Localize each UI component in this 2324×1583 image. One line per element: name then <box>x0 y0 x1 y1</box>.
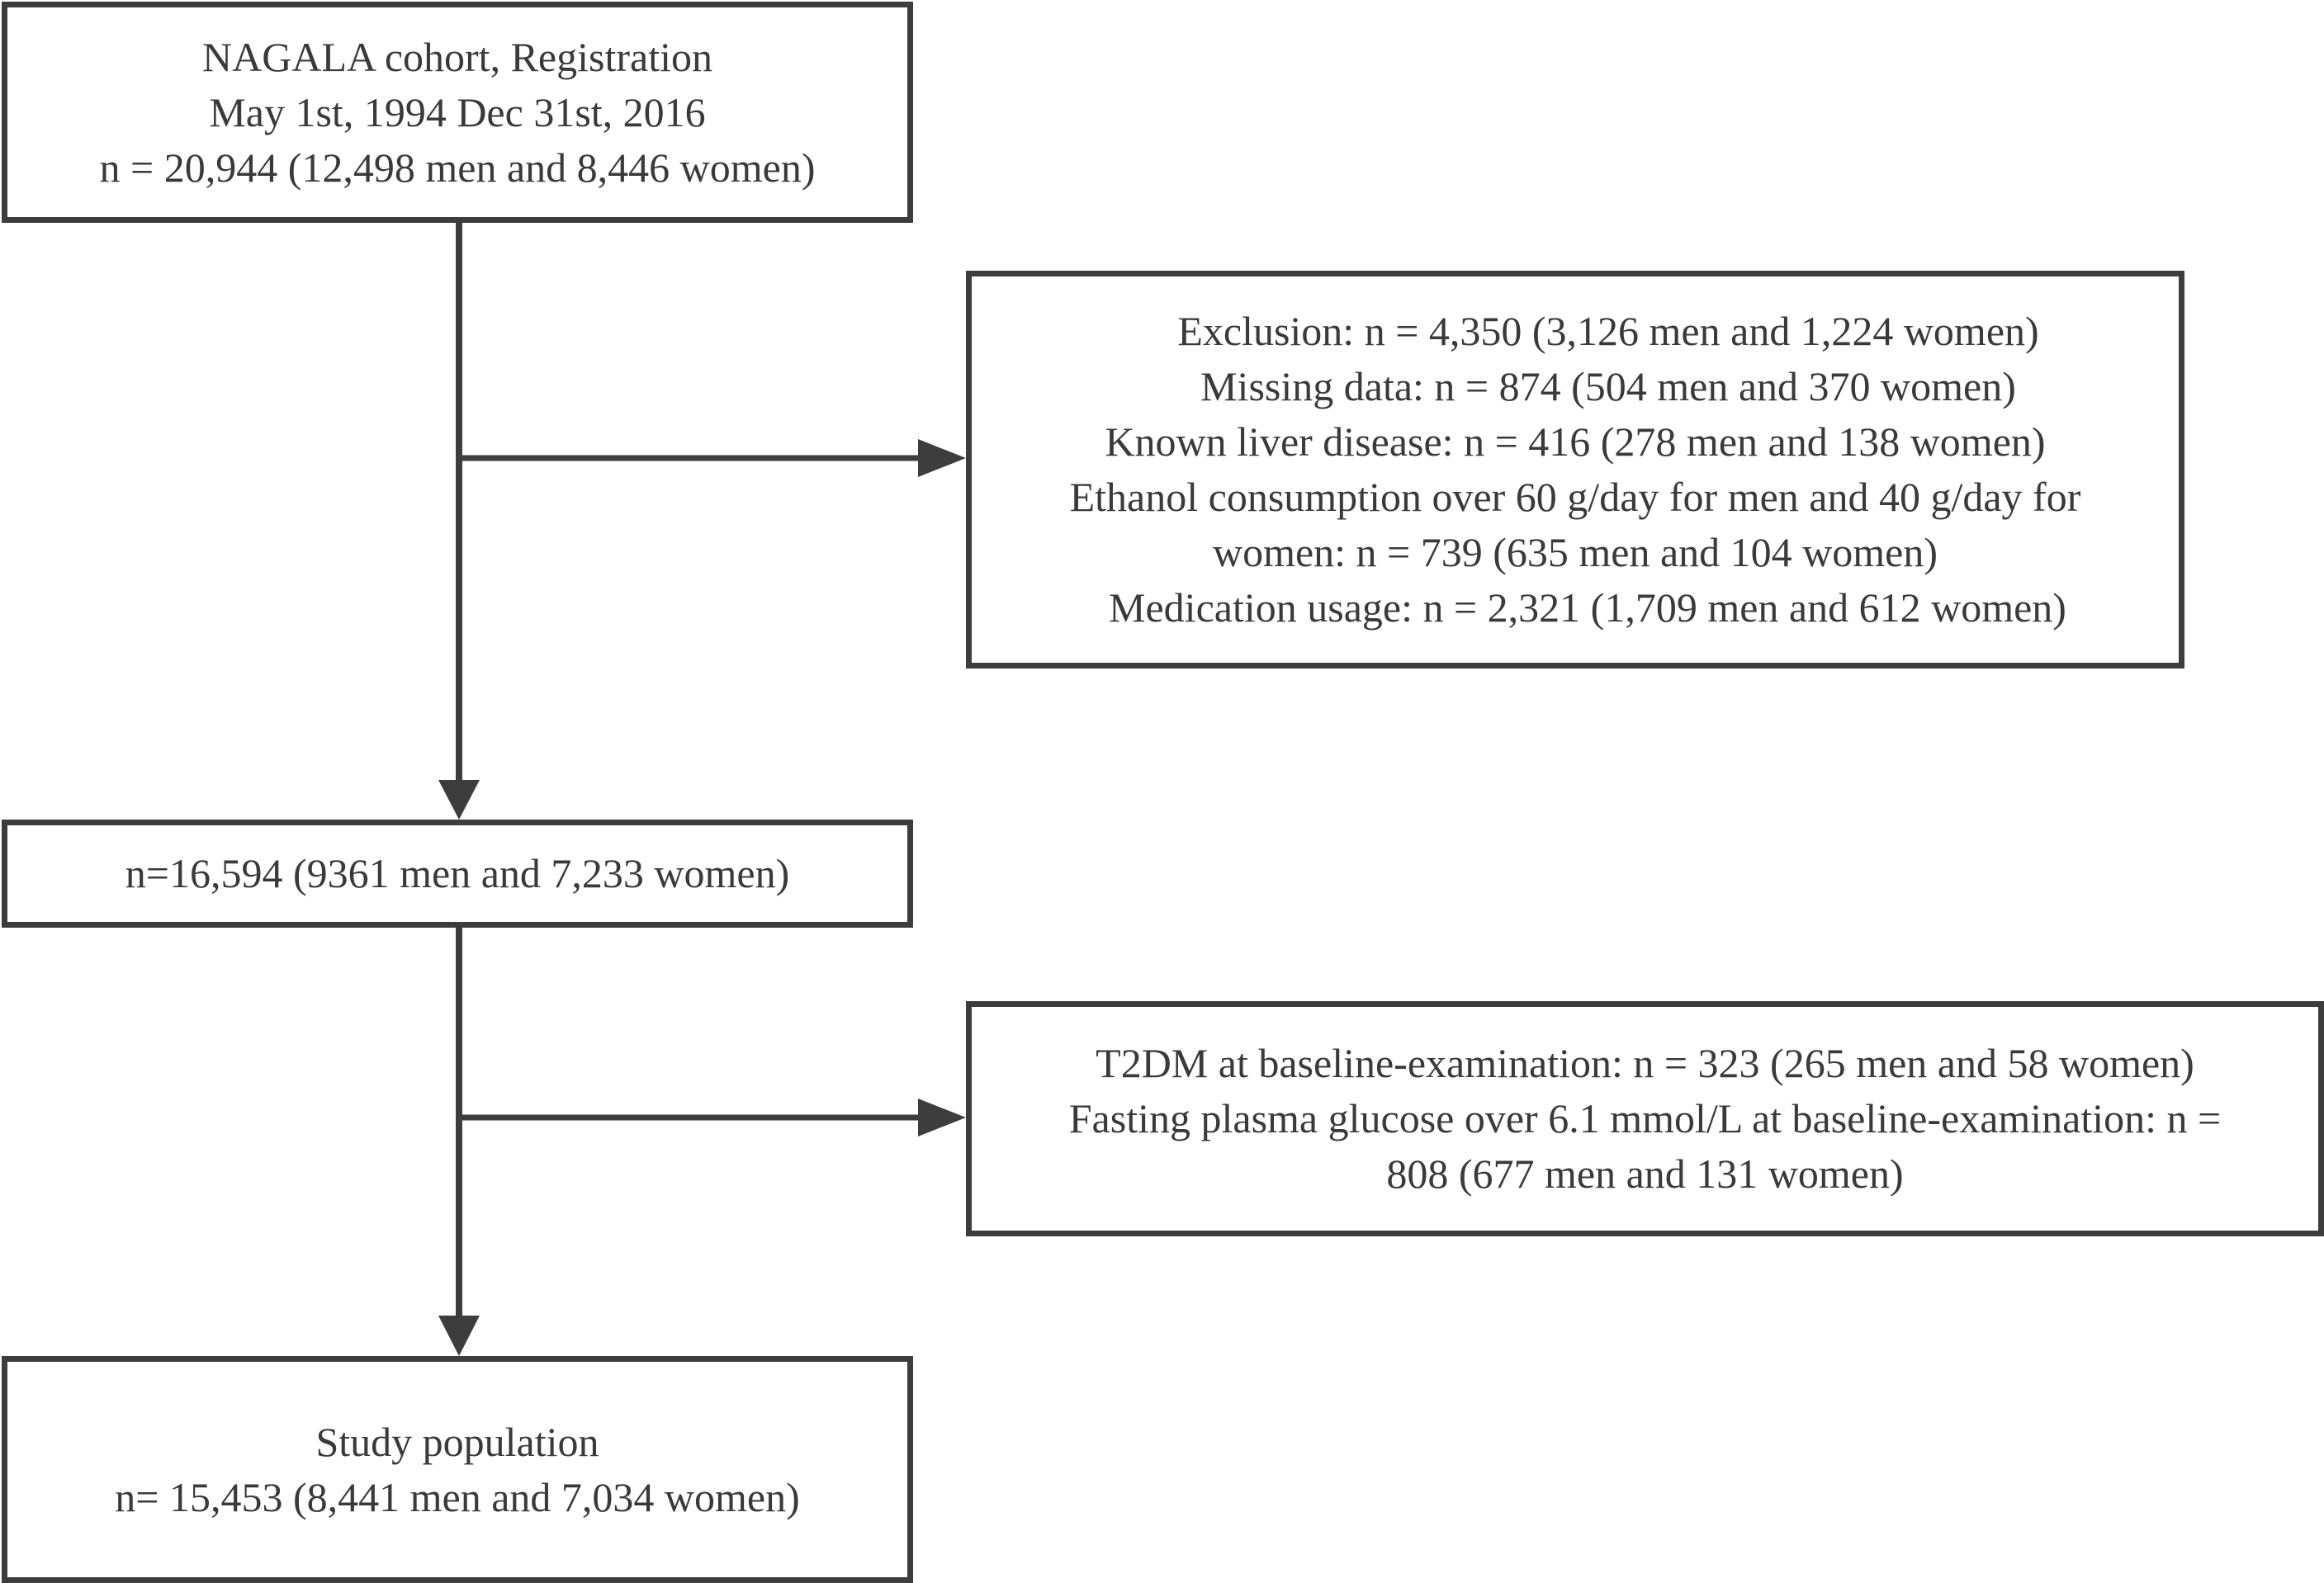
t2dm-baseline: T2DM at baseline-examination: n = 323 (2… <box>1096 1040 2194 1086</box>
arrowhead-t2dm <box>918 1099 966 1136</box>
registration-count: n = 20,944 (12,498 men and 8,446 women) <box>99 144 816 191</box>
registration-dates: May 1st, 1994 Dec 31st, 2016 <box>209 88 706 135</box>
fasting-glucose-line1: Fasting plasma glucose over 6.1 mmol/L a… <box>1068 1095 2222 1141</box>
study-population-box: Study population n= 15,453 (8,441 men an… <box>2 1356 913 1583</box>
exclusion-total: Exclusion: n = 4,350 (3,126 men and 1,22… <box>1177 308 2039 354</box>
registration-box: NAGALA cohort, Registration May 1st, 199… <box>2 2 913 223</box>
study-count: n= 15,453 (8,441 men and 7,034 women) <box>115 1473 800 1520</box>
exclusion-missing-data: Missing data: n = 874 (504 men and 370 w… <box>1200 363 2016 409</box>
arrowhead-exclusion <box>918 439 966 477</box>
exclusion-ethanol-line1: Ethanol consumption over 60 g/day for me… <box>1069 474 2081 520</box>
exclusion-liver-disease: Known liver disease: n = 416 (278 men an… <box>1105 418 2046 465</box>
exclusion-box: Exclusion: n = 4,350 (3,126 men and 1,22… <box>966 271 2184 669</box>
arrowhead-middle <box>438 780 480 820</box>
t2dm-exclusion-box: T2DM at baseline-examination: n = 323 (2… <box>966 1001 2324 1236</box>
arrowhead-study <box>438 1316 480 1356</box>
fasting-glucose-line2: 808 (677 men and 131 women) <box>1386 1151 1904 1197</box>
exclusion-medication: Medication usage: n = 2,321 (1,709 men a… <box>1109 584 2066 631</box>
intermediate-cohort-box: n=16,594 (9361 men and 7,233 women) <box>2 820 913 928</box>
intermediate-count: n=16,594 (9361 men and 7,233 women) <box>125 850 790 896</box>
study-title: Study population <box>315 1418 599 1465</box>
exclusion-ethanol-line2: women: n = 739 (635 men and 104 women) <box>1212 529 1938 575</box>
registration-title: NAGALA cohort, Registration <box>202 33 712 80</box>
